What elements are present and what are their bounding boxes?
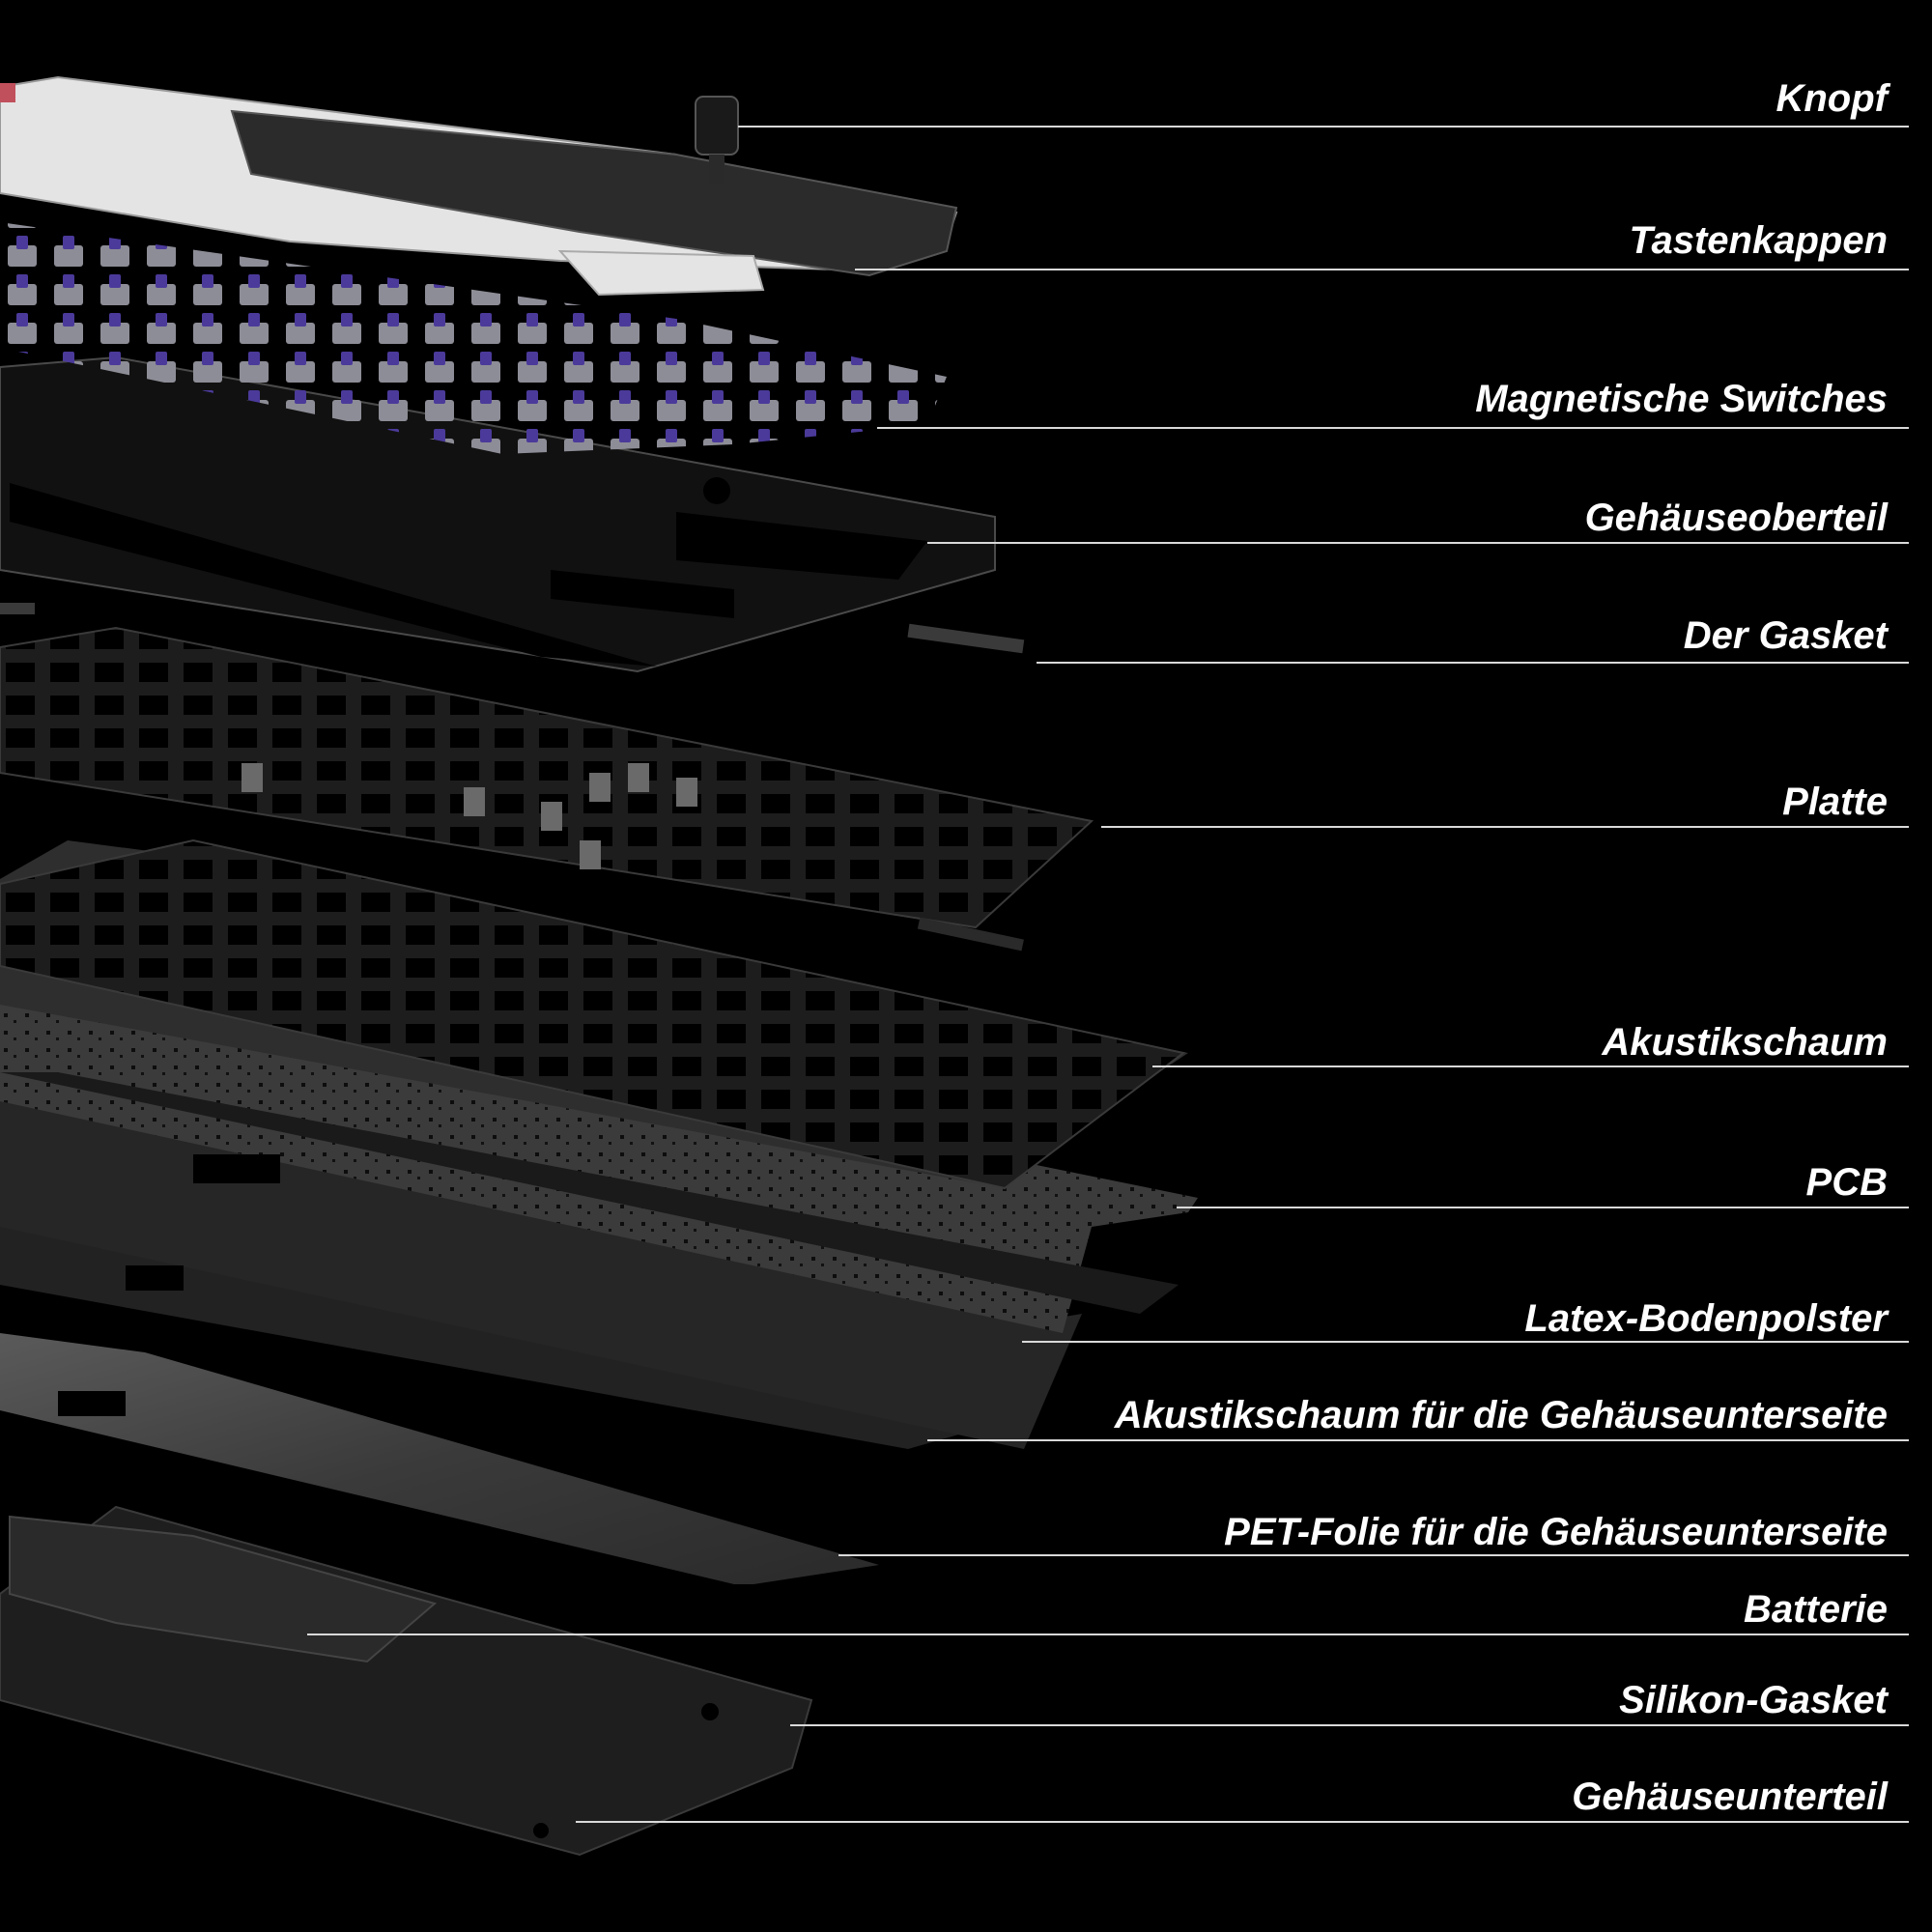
top-case-cutout xyxy=(551,570,734,618)
bottom-foam-cutout xyxy=(58,1391,126,1416)
label-pcb: PCB xyxy=(1805,1161,1888,1204)
plate-stabilizer xyxy=(464,787,485,816)
keycaps-spacebar xyxy=(557,249,765,297)
acoustic-foam-edge xyxy=(0,1053,1179,1314)
label-bottom-case: Gehäuseunterteil xyxy=(1572,1776,1888,1818)
gasket-strip xyxy=(907,623,1025,654)
label-battery: Batterie xyxy=(1744,1588,1888,1631)
knob-shape xyxy=(695,96,739,156)
foam-grid-shape xyxy=(0,838,1186,1190)
label-plate: Platte xyxy=(1782,781,1888,823)
plate-stabilizer xyxy=(676,778,697,807)
knob-stem xyxy=(709,155,724,184)
top-case-cutout xyxy=(676,512,927,580)
label-latex-bottom-pad: Latex-Bodenpolster xyxy=(1524,1297,1888,1340)
plate-stabilizer xyxy=(541,802,562,831)
keycap-accent xyxy=(0,83,15,102)
gasket-strip xyxy=(0,603,35,614)
switches-shape xyxy=(0,222,947,454)
latex-pad-shape xyxy=(0,1101,1082,1449)
label-acoustic-foam: Akustikschaum xyxy=(1602,1021,1888,1064)
bottom-case-screw-hole xyxy=(701,1703,719,1720)
pcb-cutout xyxy=(193,1154,280,1183)
pet-film-shape xyxy=(0,1333,879,1584)
plate-stab-bar xyxy=(917,917,1024,952)
label-pet-film: PET-Folie für die Gehäuseunterseite xyxy=(1224,1511,1888,1553)
keyboard-layers xyxy=(0,75,1198,1857)
leader-lines xyxy=(307,126,1909,1823)
label-knob: Knopf xyxy=(1776,77,1888,120)
label-keycaps: Tastenkappen xyxy=(1629,219,1888,262)
plate-shape xyxy=(0,626,1094,929)
battery-shape xyxy=(9,1515,438,1663)
label-gasket: Der Gasket xyxy=(1683,614,1888,657)
label-top-case: Gehäuseoberteil xyxy=(1584,497,1888,539)
bottom-case-screw-hole xyxy=(533,1823,549,1838)
plate-stabilizer xyxy=(242,763,263,792)
top-case-cutout xyxy=(10,483,657,667)
label-bottom-case-foam: Akustikschaum für die Gehäuseunterseite xyxy=(1114,1394,1888,1436)
label-magnetic-switches: Magnetische Switches xyxy=(1475,378,1888,420)
plate-stabilizer xyxy=(580,840,601,869)
latex-pad-cutout xyxy=(126,1265,184,1291)
plate-stabilizer xyxy=(589,773,611,802)
plate-stabilizer xyxy=(628,763,649,792)
label-silicone-gasket: Silikon-Gasket xyxy=(1619,1679,1888,1721)
top-case-knob-hole xyxy=(703,477,730,504)
